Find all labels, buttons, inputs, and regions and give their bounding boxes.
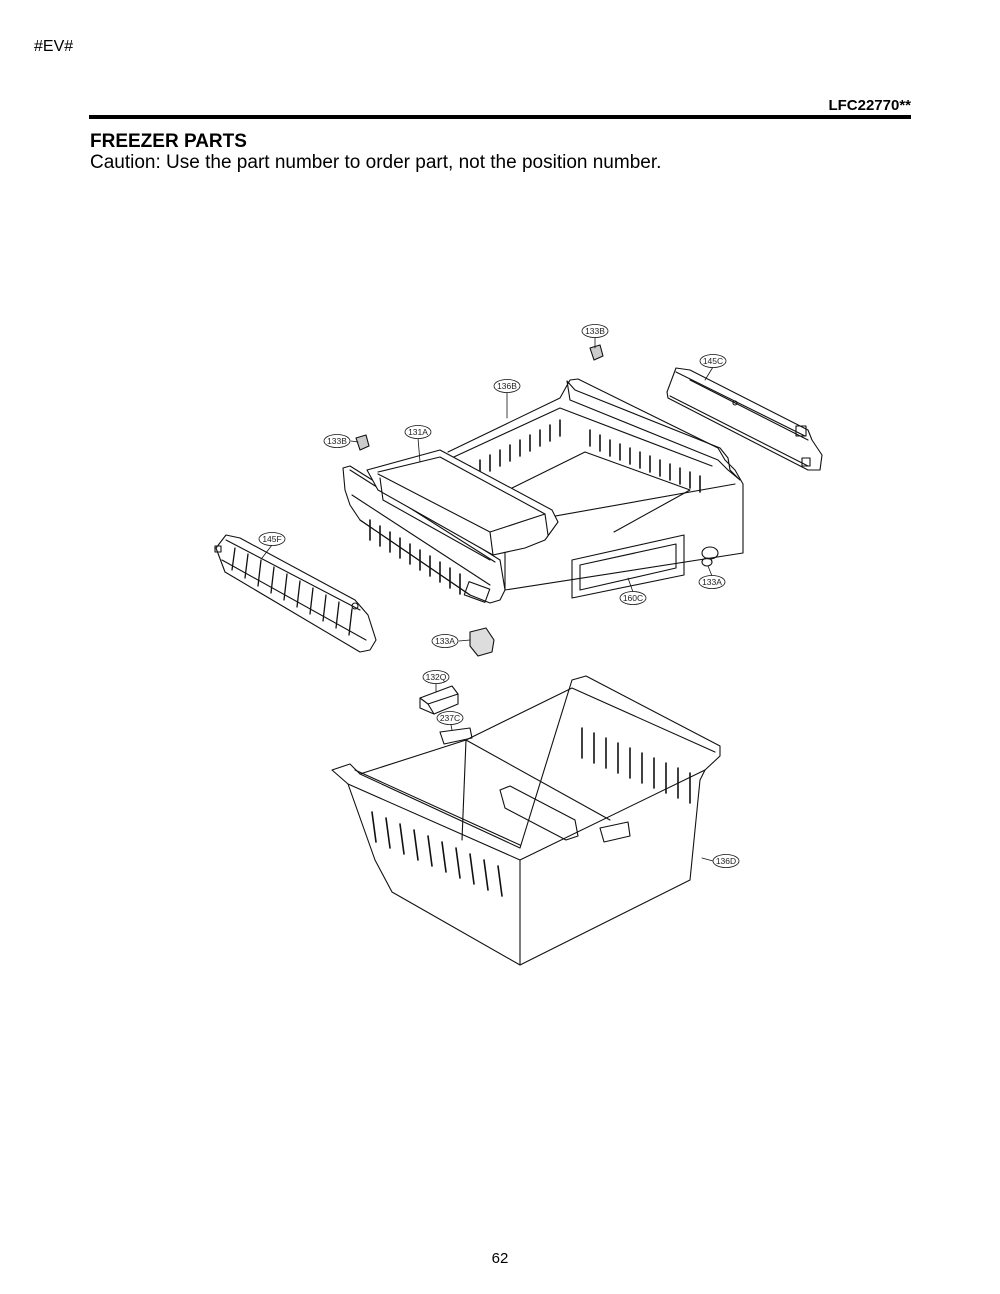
model-number: LFC22770** bbox=[828, 97, 911, 114]
callout-132q: 132Q bbox=[426, 672, 447, 682]
caution-note: Caution: Use the part number to order pa… bbox=[90, 152, 662, 173]
small-parts bbox=[355, 344, 604, 715]
callout-136d: 136D bbox=[716, 856, 736, 866]
header-rule bbox=[89, 115, 911, 119]
corner-tag: #EV# bbox=[34, 38, 74, 55]
callout-145f: 145F bbox=[262, 534, 281, 544]
bin-131a bbox=[366, 449, 559, 561]
lower-basket-136d bbox=[331, 675, 721, 966]
callout-133a-bottom: 133A bbox=[435, 636, 455, 646]
callout-237c: 237C bbox=[440, 713, 460, 723]
page-number: 62 bbox=[491, 1250, 509, 1267]
callout-133b-left: 133B bbox=[327, 436, 347, 446]
rail-145f bbox=[214, 534, 377, 653]
callout-133a-right: 133A bbox=[702, 577, 722, 587]
callout-131a: 131A bbox=[408, 427, 428, 437]
callout-145c: 145C bbox=[703, 356, 723, 366]
callout-133b-top: 133B bbox=[585, 326, 605, 336]
rail-145c bbox=[666, 367, 823, 471]
section-title: FREEZER PARTS bbox=[90, 131, 247, 152]
callout-136b: 136B bbox=[497, 381, 517, 391]
callout-160c: 160C bbox=[623, 593, 643, 603]
